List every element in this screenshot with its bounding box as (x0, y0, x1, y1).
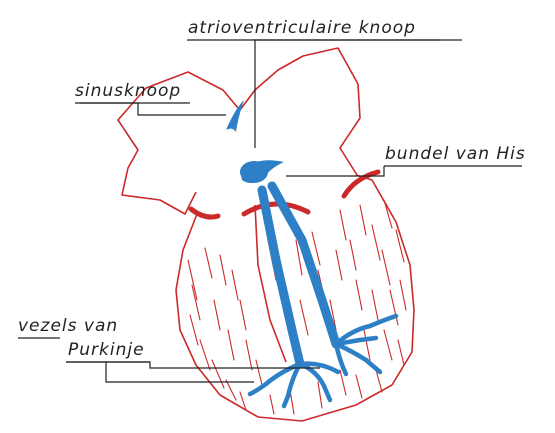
purkinje-label-line1: vezels van (18, 318, 118, 335)
ventricle-outline (176, 175, 414, 421)
purkinje-leader-upper (66, 362, 320, 368)
bundle-branch-left (262, 190, 300, 364)
purkinje-fibres (250, 316, 396, 406)
right-valve-ring (191, 209, 218, 217)
sinus-node-label: sinusknoop (75, 83, 181, 100)
av-node-label: atrioventriculaire knoop (188, 20, 416, 37)
sinus-node-leader (80, 103, 226, 115)
av-node-leader (255, 40, 440, 148)
purkinje-label-line2: Purkinje (68, 342, 145, 359)
left-atrium-outline (240, 48, 360, 175)
septal-valve-ring (244, 204, 308, 214)
his-bundle-label: bundel van His (385, 146, 526, 163)
purkinje-leader-lower (106, 362, 254, 382)
